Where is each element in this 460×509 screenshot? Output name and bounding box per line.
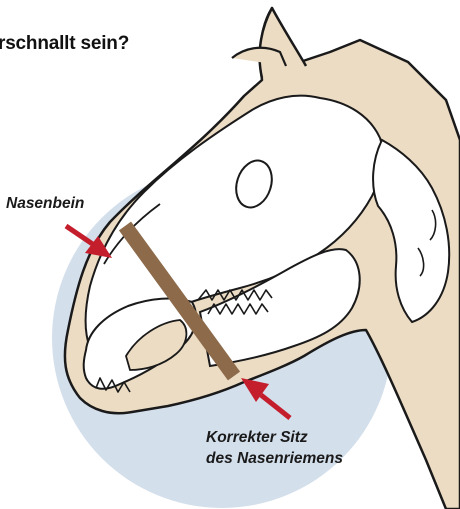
label-nasal-bone: Nasenbein xyxy=(6,193,84,214)
label-correct-fit-line1: Korrekter Sitz xyxy=(206,427,343,448)
label-correct-fit-line2: des Nasenriemens xyxy=(206,448,343,469)
label-correct-noseband-fit: Korrekter Sitz des Nasenriemens xyxy=(206,427,343,469)
page-heading: rschnallt sein? xyxy=(0,33,129,55)
ear-front xyxy=(260,8,306,78)
